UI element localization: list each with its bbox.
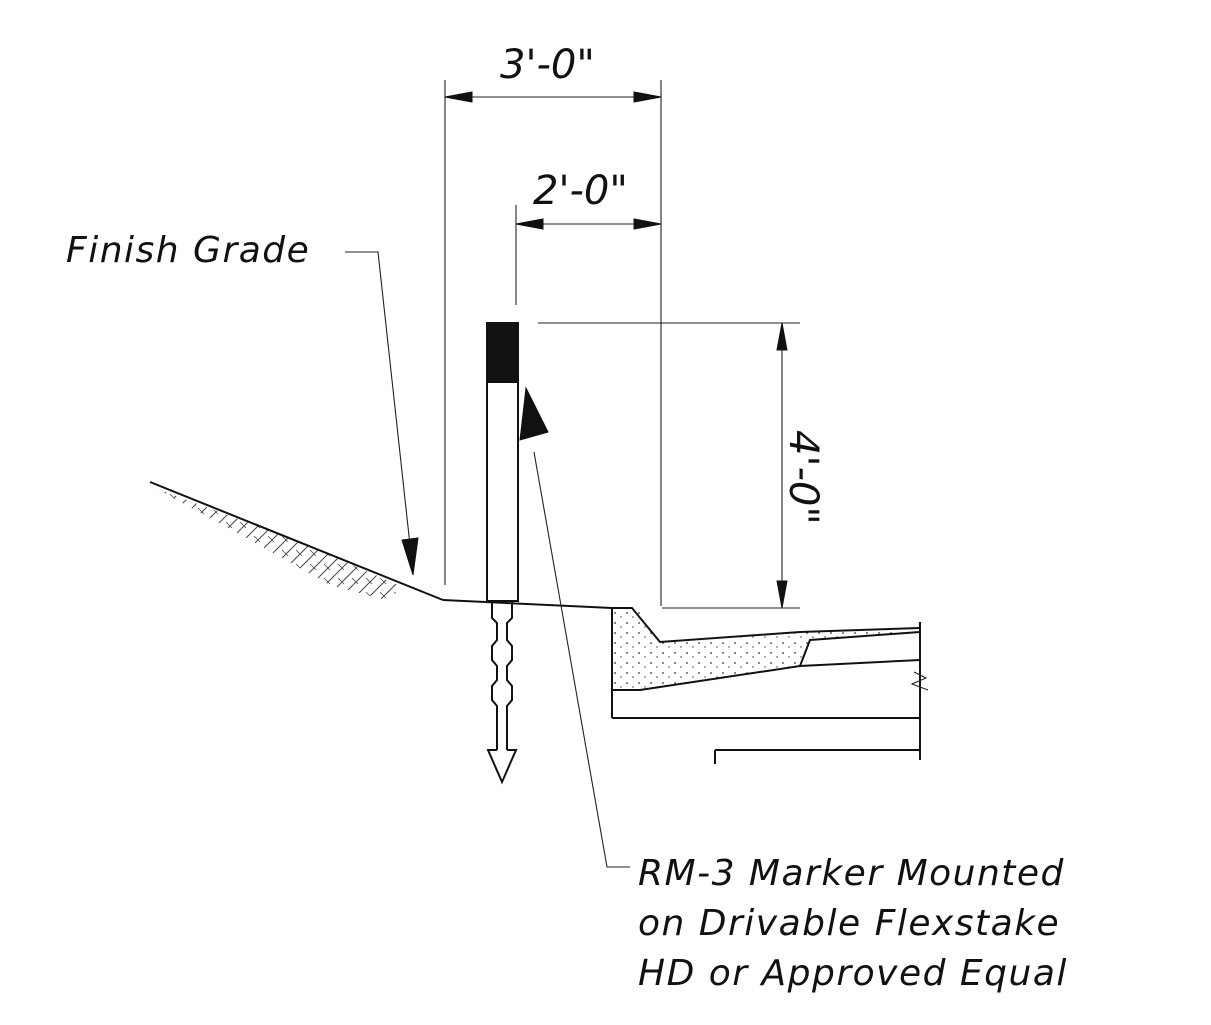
- embankment-slope: [149, 481, 444, 601]
- finish-grade-line: [442, 599, 613, 609]
- finish-grade-leader: [345, 251, 419, 576]
- dimension-4ft: [538, 322, 800, 609]
- marker-label-line2: on Drivable Flexstake: [638, 903, 1060, 944]
- dimension-3ft-label: 3'-0": [500, 42, 595, 88]
- marker-label-line3: HD or Approved Equal: [638, 953, 1068, 994]
- flexstake-post: [486, 322, 519, 602]
- pavement-section: [611, 607, 929, 764]
- ground-anchor: [486, 601, 518, 785]
- marker-label-line1: RM-3 Marker Mounted: [638, 853, 1065, 894]
- dimension-3ft: [444, 80, 662, 606]
- dimension-2ft-label: 2'-0": [533, 168, 628, 214]
- dimension-4ft-label: 4'-0": [780, 430, 826, 525]
- finish-grade-label: Finish Grade: [66, 230, 310, 271]
- dimension-2ft: [515, 205, 662, 305]
- marker-leader: [519, 386, 630, 868]
